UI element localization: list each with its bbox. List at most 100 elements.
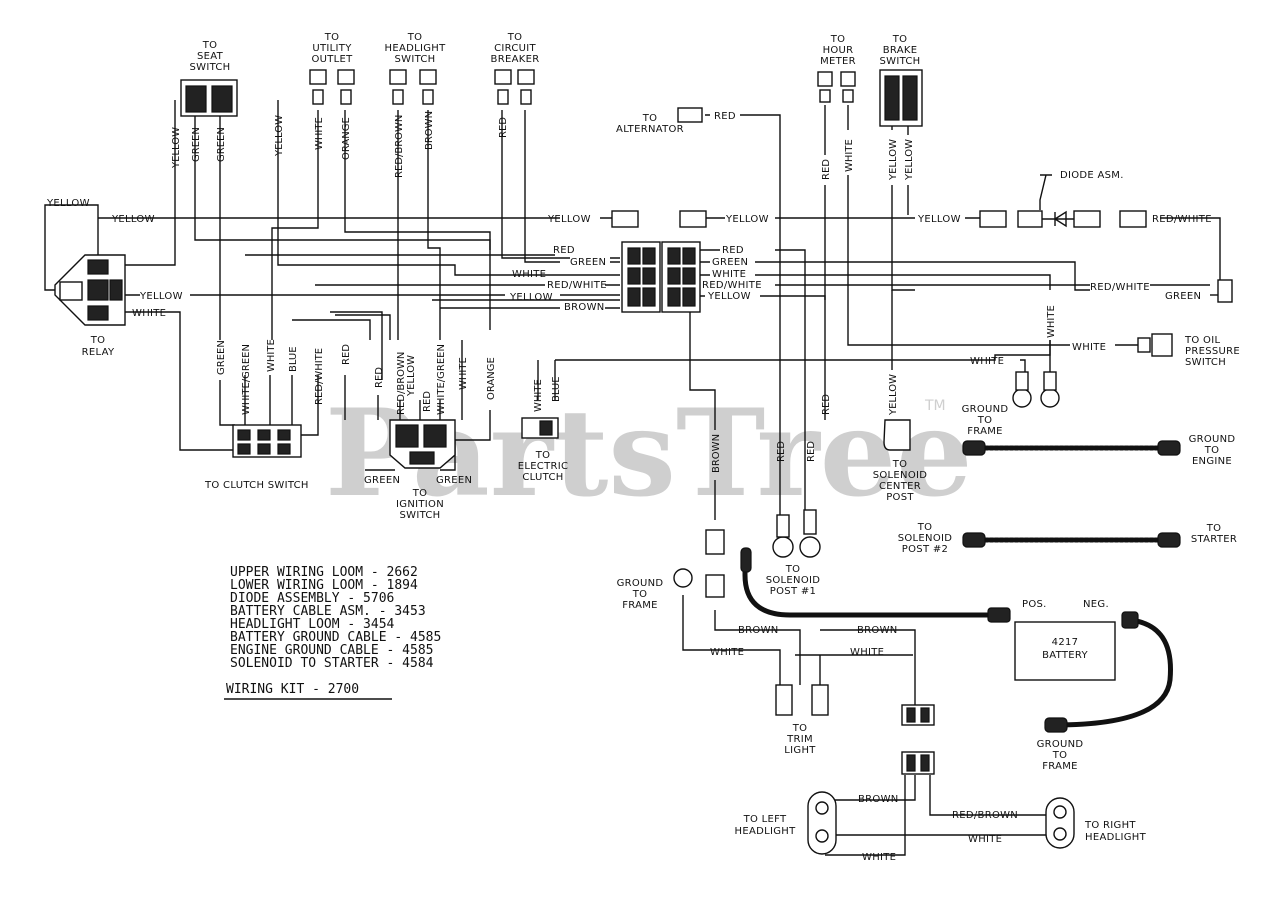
ground-frame-3-label-3: FRAME xyxy=(1042,761,1078,772)
wiring-kit-label: WIRING KIT - 2700 xyxy=(226,682,359,697)
vwire-white-1: WHITE xyxy=(314,117,325,150)
vwire-red-1: RED xyxy=(498,117,509,138)
wire-yellow-label-4: YELLOW xyxy=(725,214,769,225)
ignition-label-1: TO xyxy=(412,488,428,499)
ground-frame-1-label-3: FRAME xyxy=(967,426,1003,437)
vwire-red-4: RED xyxy=(422,391,433,412)
vwire-yellow-2: YELLOW xyxy=(274,115,285,157)
ground-frame-3-label-2: TO xyxy=(1052,750,1068,761)
vwire-blue-2: BLUE xyxy=(551,376,562,402)
battery-number: 4217 xyxy=(1052,637,1079,648)
wire-lines xyxy=(44,100,1221,856)
vwire-white-6: WHITE xyxy=(1046,305,1057,338)
hour-meter-label-2: HOUR xyxy=(823,45,854,56)
solenoid-center-label-1: TO xyxy=(892,459,908,470)
connectors xyxy=(54,69,1233,855)
vwire-yellow-4: YELLOW xyxy=(888,139,899,181)
ground-frame-1-label-1: GROUND xyxy=(962,404,1009,415)
parts-list-item-8: SOLENOID TO STARTER - 4584 xyxy=(230,656,434,671)
trim-light-label-1: TO xyxy=(792,723,808,734)
relay-label-2: RELAY xyxy=(82,347,115,358)
hour-meter-label-3: METER xyxy=(820,56,856,67)
solenoid-center-label-3: CENTER xyxy=(879,481,921,492)
electric-clutch-label-3: CLUTCH xyxy=(522,472,563,483)
wire-brown-label-1: BROWN xyxy=(564,302,605,313)
ignition-label-2: IGNITION xyxy=(396,499,444,510)
ground-frame-2-label-1: GROUND xyxy=(617,578,664,589)
vwire-red-6: RED xyxy=(806,441,817,462)
vwire-white-2: WHITE xyxy=(266,339,277,372)
headlight-switch-label-3: SWITCH xyxy=(394,54,435,65)
right-headlight xyxy=(1045,797,1075,849)
component-labels: TO SEAT SWITCH TO UTILITY OUTLET TO HEAD… xyxy=(82,32,1240,843)
starter-label-2: STARTER xyxy=(1191,534,1237,545)
vwire-green-3: GREEN xyxy=(216,340,227,375)
wire-green-label-3: GREEN xyxy=(1165,291,1201,302)
wire-green-label-2: GREEN xyxy=(712,257,748,268)
vwire-red-3: RED xyxy=(374,367,385,388)
vwire-red-white-1: RED/WHITE xyxy=(314,348,325,405)
wire-white-label-2: WHITE xyxy=(512,269,546,280)
brake-switch-label-3: SWITCH xyxy=(879,56,920,67)
ground-engine-label-1: GROUND xyxy=(1189,434,1236,445)
alternator-label-1: TO xyxy=(642,113,658,124)
vwire-green-2: GREEN xyxy=(216,127,227,162)
solenoid-post2-label-2: SOLENOID xyxy=(898,533,953,544)
headlight-switch-label-2: HEADLIGHT xyxy=(385,43,447,54)
ignition-label-3: SWITCH xyxy=(399,510,440,521)
wire-red-label-1: RED xyxy=(714,111,736,122)
wire-green-label-5: GREEN xyxy=(436,475,472,486)
right-headlight-label-1: TO RIGHT xyxy=(1084,820,1136,831)
wire-yellow-label-3: YELLOW xyxy=(547,214,591,225)
solenoid-post1-label-2: SOLENOID xyxy=(766,575,821,586)
utility-label-3: OUTLET xyxy=(311,54,353,65)
utility-label-1: TO xyxy=(324,32,340,43)
hour-meter-label-1: TO xyxy=(830,34,846,45)
vwire-red-5: RED xyxy=(776,441,787,462)
battery-cables xyxy=(742,445,1173,728)
wire-yellow-label-6: YELLOW xyxy=(139,291,183,302)
wire-green-label-4: GREEN xyxy=(364,475,400,486)
vwire-green-1: GREEN xyxy=(191,127,202,162)
solenoid-center-connector xyxy=(883,419,911,451)
left-headlight-label-2: HEADLIGHT xyxy=(735,826,797,837)
vwire-red-2: RED xyxy=(341,344,352,365)
solenoid-center-label-2: SOLENOID xyxy=(873,470,928,481)
trim-light-label-3: LIGHT xyxy=(784,745,816,756)
seat-switch-label-2: SEAT xyxy=(197,51,224,62)
vwire-white-green-1: WHITE/GREEN xyxy=(241,344,252,415)
vwire-white-4: WHITE xyxy=(533,379,544,412)
parts-list: UPPER WIRING LOOM - 2662 LOWER WIRING LO… xyxy=(224,565,441,700)
wire-white-label-9: WHITE xyxy=(862,852,896,863)
wire-brown-label-3: BROWN xyxy=(857,625,898,636)
starter-label-1: TO xyxy=(1206,523,1222,534)
vwire-red-8: RED xyxy=(821,159,832,180)
battery-body xyxy=(1014,621,1116,681)
oil-pressure-label-3: SWITCH xyxy=(1185,357,1226,368)
vwire-red-7: RED xyxy=(821,394,832,415)
wire-white-label-8: WHITE xyxy=(968,834,1002,845)
brake-switch-label-2: BRAKE xyxy=(883,45,918,56)
vwire-yellow-6: YELLOW xyxy=(888,374,899,416)
vwire-red-brown-2: RED/BROWN xyxy=(396,352,407,415)
wire-white-label-7: WHITE xyxy=(850,647,884,658)
clutch-switch-label: TO CLUTCH SWITCH xyxy=(204,480,309,491)
solenoid-center-label-4: POST xyxy=(886,492,914,503)
vwire-white-green-2: WHITE/GREEN xyxy=(436,344,447,415)
seat-switch-label-1: TO xyxy=(202,40,218,51)
vwire-brown-1: BROWN xyxy=(424,111,435,150)
seat-switch-label-3: SWITCH xyxy=(189,62,230,73)
ground-frame-3-label-1: GROUND xyxy=(1037,739,1084,750)
vwire-white-3: WHITE xyxy=(458,357,469,390)
wire-red-white-label-1: RED/WHITE xyxy=(1152,214,1212,225)
parts-list-item-5: HEADLIGHT LOOM - 3454 xyxy=(230,617,395,632)
parts-list-item-1: UPPER WIRING LOOM - 2662 xyxy=(230,565,418,580)
wire-white-label-5: WHITE xyxy=(970,356,1004,367)
circuit-breaker-label-1: TO xyxy=(507,32,523,43)
headlight-switch-label-1: TO xyxy=(407,32,423,43)
battery-name: BATTERY xyxy=(1042,650,1088,661)
parts-list-item-7: ENGINE GROUND CABLE - 4585 xyxy=(230,643,434,658)
parts-list-item-6: BATTERY GROUND CABLE - 4585 xyxy=(230,630,441,645)
wire-red-white-label-4: RED/WHITE xyxy=(1090,282,1150,293)
